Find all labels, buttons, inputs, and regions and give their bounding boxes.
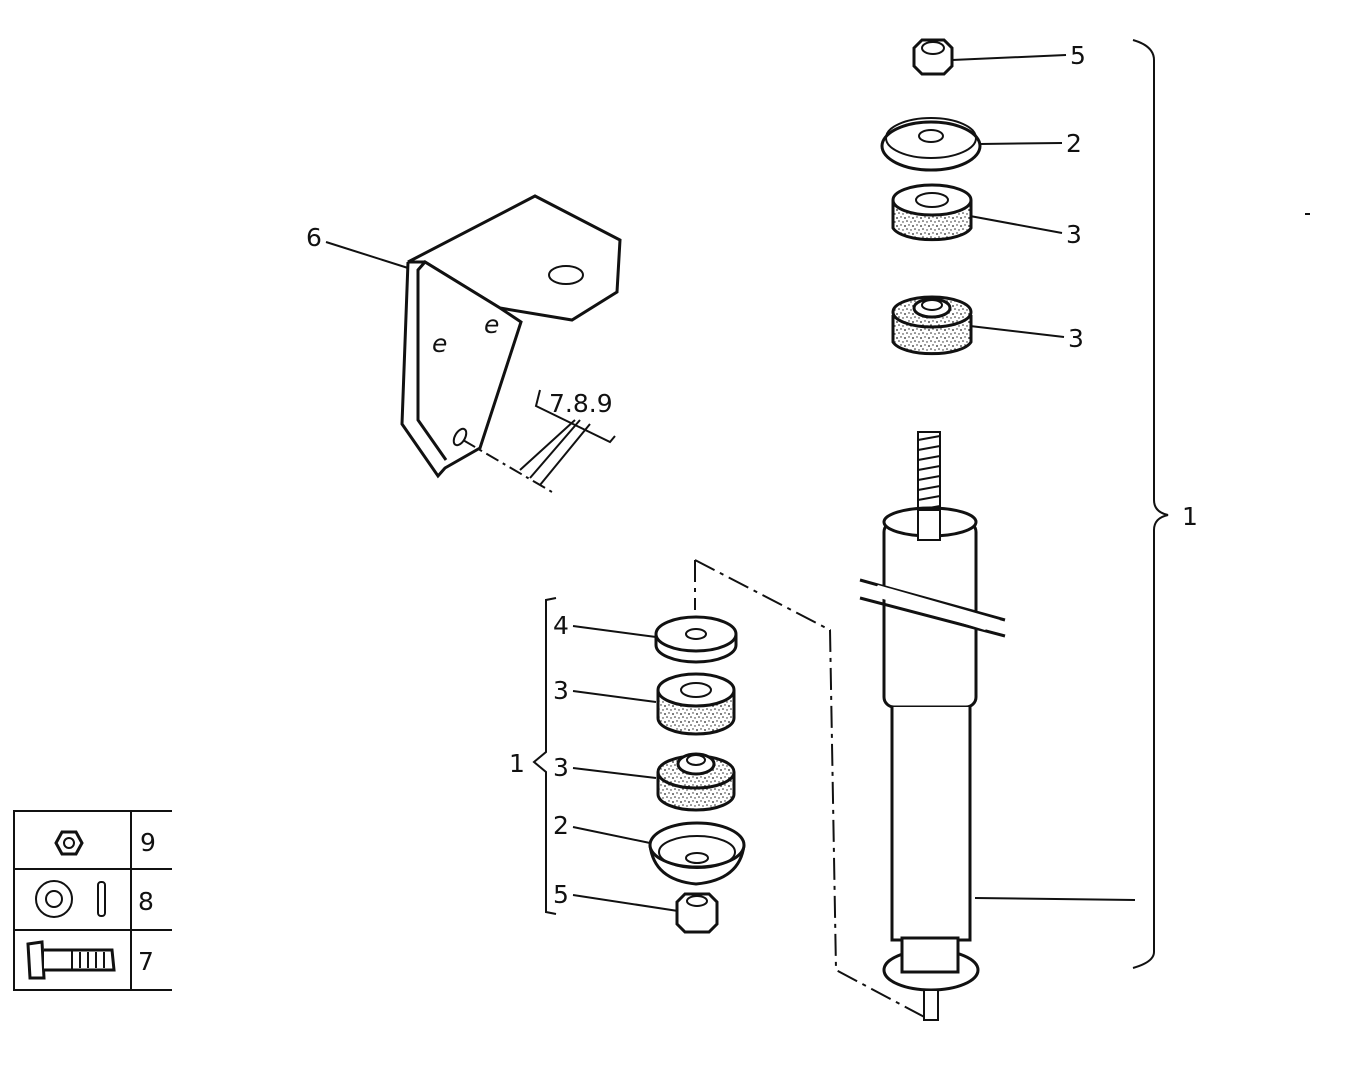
callout-kit-right: 1	[1182, 502, 1198, 531]
leader-bush-top-b	[969, 325, 1065, 338]
leader-nut-top	[951, 54, 1067, 61]
fastener-axis-line	[462, 439, 553, 493]
rubber-bush-kit-a	[656, 672, 736, 736]
callout-kit-left: 1	[509, 749, 525, 778]
legend-label-8: 8	[138, 887, 154, 916]
leader-bracket	[325, 241, 409, 269]
callout-fasteners: 7.8.9	[549, 389, 613, 418]
legend-label-9: 9	[140, 828, 156, 857]
leader-shock-kit	[974, 897, 1136, 901]
leader-nut-kit	[572, 894, 679, 912]
svg-text:e: e	[432, 329, 447, 358]
callout-washer-kit: 4	[553, 611, 569, 640]
callout-nut-top: 5	[1070, 41, 1086, 70]
leader-bush-top-a	[969, 215, 1063, 234]
leader-cup-kit	[572, 826, 651, 844]
bracket-kit-right	[1132, 39, 1169, 969]
bolt-icon	[26, 940, 116, 980]
hex-nut-top	[912, 38, 954, 76]
callout-bush-kit-a: 3	[553, 676, 569, 705]
cup-washer-top	[880, 117, 982, 172]
legend-label-7: 7	[138, 947, 154, 976]
fastener-leaders	[519, 389, 616, 486]
hex-nut-icon	[54, 830, 84, 856]
callout-bracket: 6	[306, 223, 322, 252]
rubber-bush-top-a	[891, 183, 973, 242]
hex-nut-kit	[675, 892, 719, 934]
mounting-bracket: e e	[400, 194, 622, 479]
callout-bush-kit-b: 3	[553, 753, 569, 782]
leader-bush-kit-a	[572, 690, 657, 703]
rubber-bush-kit-b	[656, 752, 736, 812]
shock-absorber	[859, 431, 1006, 1021]
bracket-kit-left	[532, 597, 557, 915]
flat-washer-kit	[654, 615, 738, 664]
rubber-bush-top-b	[891, 295, 973, 356]
callout-bush-top-b: 3	[1068, 324, 1084, 353]
callout-bush-top-a: 3	[1066, 220, 1082, 249]
leader-cup-top	[979, 142, 1063, 145]
callout-cup-top: 2	[1066, 129, 1082, 158]
kit-assembly-axis	[694, 559, 931, 1021]
fastener-legend: 9 8 7	[13, 810, 172, 991]
leader-bush-kit-b	[572, 767, 657, 779]
leader-washer-kit	[572, 625, 657, 638]
callout-nut-kit: 5	[553, 880, 569, 909]
washer-icon	[35, 880, 106, 918]
cup-washer-kit	[648, 821, 746, 886]
callout-cup-kit: 2	[553, 811, 569, 840]
svg-text:e: e	[484, 310, 499, 339]
